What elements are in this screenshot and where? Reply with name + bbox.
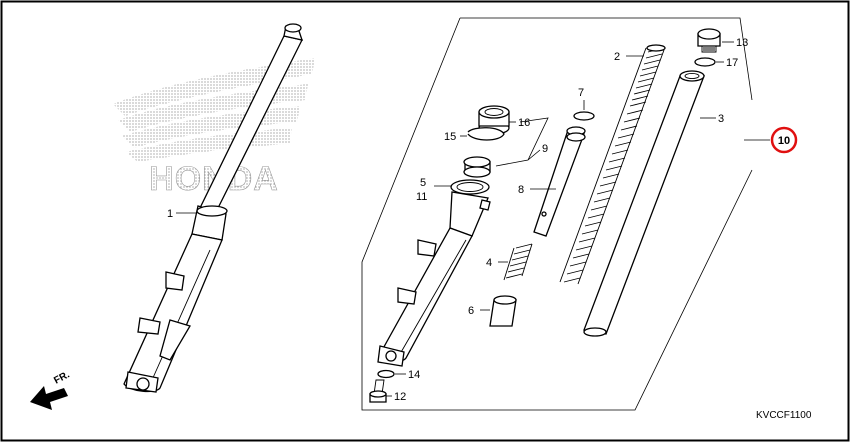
bushing-part <box>463 156 491 178</box>
part-label-6: 6 <box>468 305 474 317</box>
part-label-7: 7 <box>578 87 584 99</box>
part-label-9: 9 <box>542 143 548 155</box>
part-label-3: 3 <box>718 113 724 125</box>
part-label-5: 5 <box>420 177 426 189</box>
part-label-15: 15 <box>444 131 456 143</box>
part-label-8: 8 <box>518 184 524 196</box>
honda-wing-logo: HONDA <box>113 58 315 198</box>
part-label-12: 12 <box>394 391 406 403</box>
fork-bolt-part <box>697 28 721 53</box>
fork-assembly-left <box>123 23 303 393</box>
part-label-11: 11 <box>416 191 427 203</box>
part-label-10: 10 <box>778 135 790 147</box>
oil-lock-piece-part <box>489 295 517 327</box>
part-label-17: 17 <box>726 57 738 69</box>
part-label-2: 2 <box>614 51 620 63</box>
piston-ring-part <box>573 111 595 121</box>
damper-rod-part <box>533 126 586 237</box>
part-label-1: 1 <box>167 208 173 220</box>
part-label-13: 13 <box>736 37 748 49</box>
part-label-4: 4 <box>486 257 492 269</box>
rebound-spring-part <box>503 243 533 281</box>
snap-ring-part <box>467 127 505 141</box>
fr-label: FR. <box>52 369 72 386</box>
fork-spring-part <box>559 44 666 285</box>
o-ring-part <box>694 57 716 67</box>
diagram-code: KVCCF1100 <box>756 410 812 421</box>
callout-10-ring <box>770 126 798 154</box>
socket-bolt-part <box>369 379 387 403</box>
front-direction-arrow: FR. <box>30 369 72 410</box>
part-label-16: 16 <box>518 117 530 129</box>
outer-slider-part <box>377 179 491 367</box>
fork-pipe-part <box>583 70 705 337</box>
sealing-washer-part <box>377 369 395 379</box>
parts-panel-outline <box>361 17 753 411</box>
part-label-14: 14 <box>408 369 420 381</box>
